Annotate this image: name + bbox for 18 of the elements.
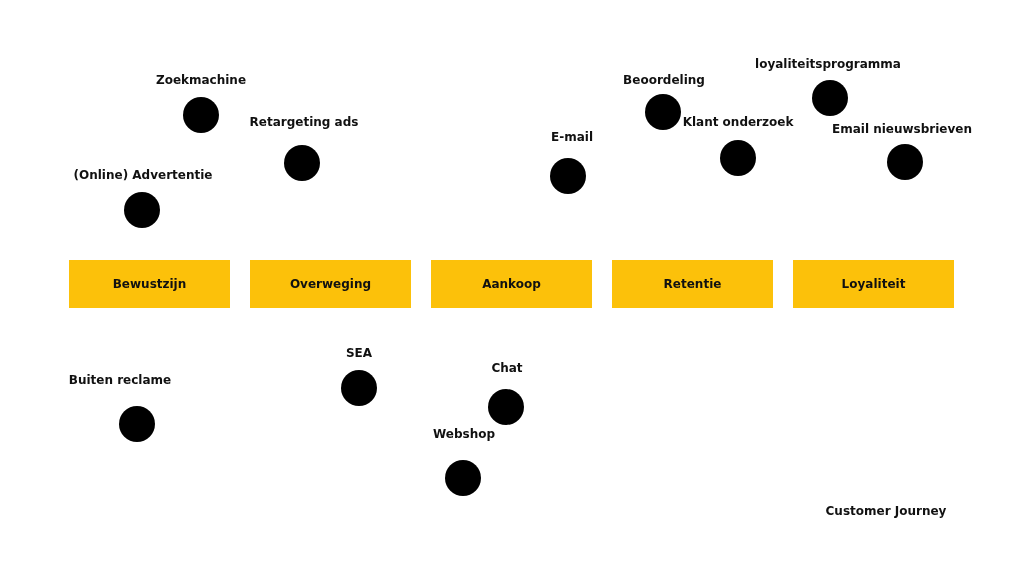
stage-box: Loyaliteit bbox=[793, 260, 954, 308]
dot-label: Beoordeling bbox=[623, 73, 705, 88]
dot-label: Webshop bbox=[432, 427, 496, 442]
stage-box: Aankoop bbox=[431, 260, 592, 308]
dot-label: Retargeting ads bbox=[249, 115, 359, 130]
dot-label: Klant onderzoek bbox=[682, 115, 794, 130]
dot-label: Buiten reclame bbox=[68, 373, 172, 388]
stage-box: Bewustzijn bbox=[69, 260, 230, 308]
dot-label: Zoekmachine bbox=[155, 73, 247, 88]
dot-label: loyaliteitsprogramma bbox=[755, 57, 901, 72]
dot-label: E-mail bbox=[551, 130, 593, 145]
stage-box: Overweging bbox=[250, 260, 411, 308]
dot-label: Chat bbox=[491, 361, 523, 376]
stage-box: Retentie bbox=[612, 260, 773, 308]
dot-label: SEA bbox=[345, 346, 373, 361]
dot-label: Email nieuwsbrieven bbox=[832, 122, 972, 137]
caption: Customer Journey bbox=[825, 504, 947, 518]
dot-label: (Online) Advertentie bbox=[73, 168, 213, 183]
